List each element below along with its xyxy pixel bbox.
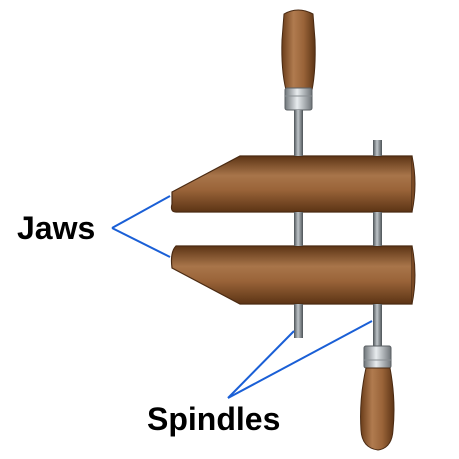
spindles-leader-left [227, 330, 295, 399]
lower-jaw [170, 245, 413, 305]
bottom-handle-ferrule [363, 345, 392, 369]
jaws-leader-lower [111, 227, 171, 258]
spindles-label: Spindles [147, 401, 281, 437]
jaws-label: Jaws [17, 210, 96, 246]
spindles-leader-right [227, 320, 373, 399]
top-handle-ferrule [284, 87, 313, 111]
left-spindle-gap [294, 212, 303, 246]
jaws-leader-upper [111, 195, 171, 229]
bottom-handle [360, 367, 395, 451]
top-handle [281, 9, 316, 91]
upper-jaw [170, 155, 413, 213]
right-spindle-gap [373, 212, 382, 246]
